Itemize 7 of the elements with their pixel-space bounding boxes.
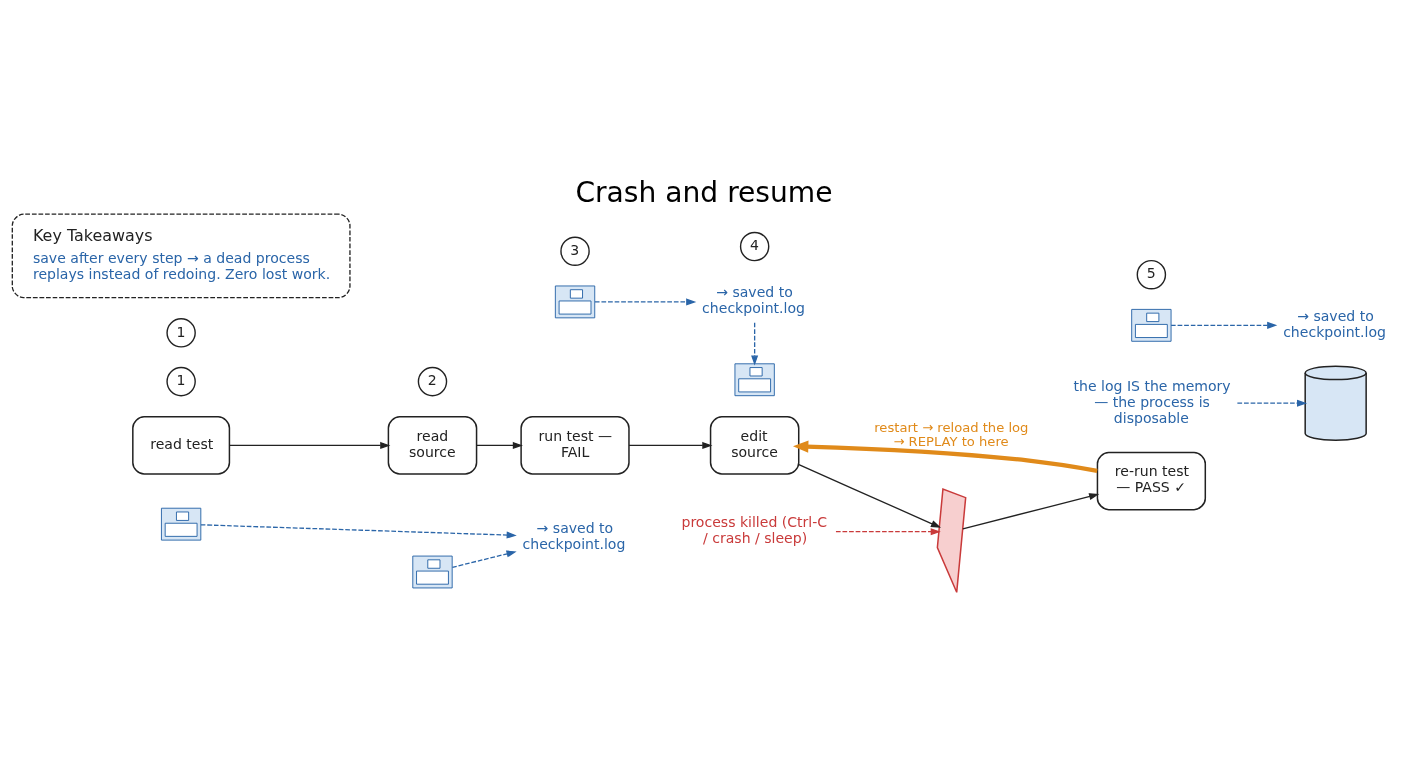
node-text: → saved to checkpoint.log [702, 284, 805, 317]
diagram-title: Crash and resume [575, 176, 833, 210]
edge-label: restart → reload the log → REPLAY to here [874, 419, 1029, 449]
node-text: process killed (Ctrl-C / crash / sleep) [681, 513, 828, 546]
node-text: the log IS the memory — the process is disposable [1073, 378, 1231, 426]
node-text: → saved to checkpoint.log [522, 519, 626, 552]
node-text: → saved to checkpoint.log [1283, 307, 1386, 340]
